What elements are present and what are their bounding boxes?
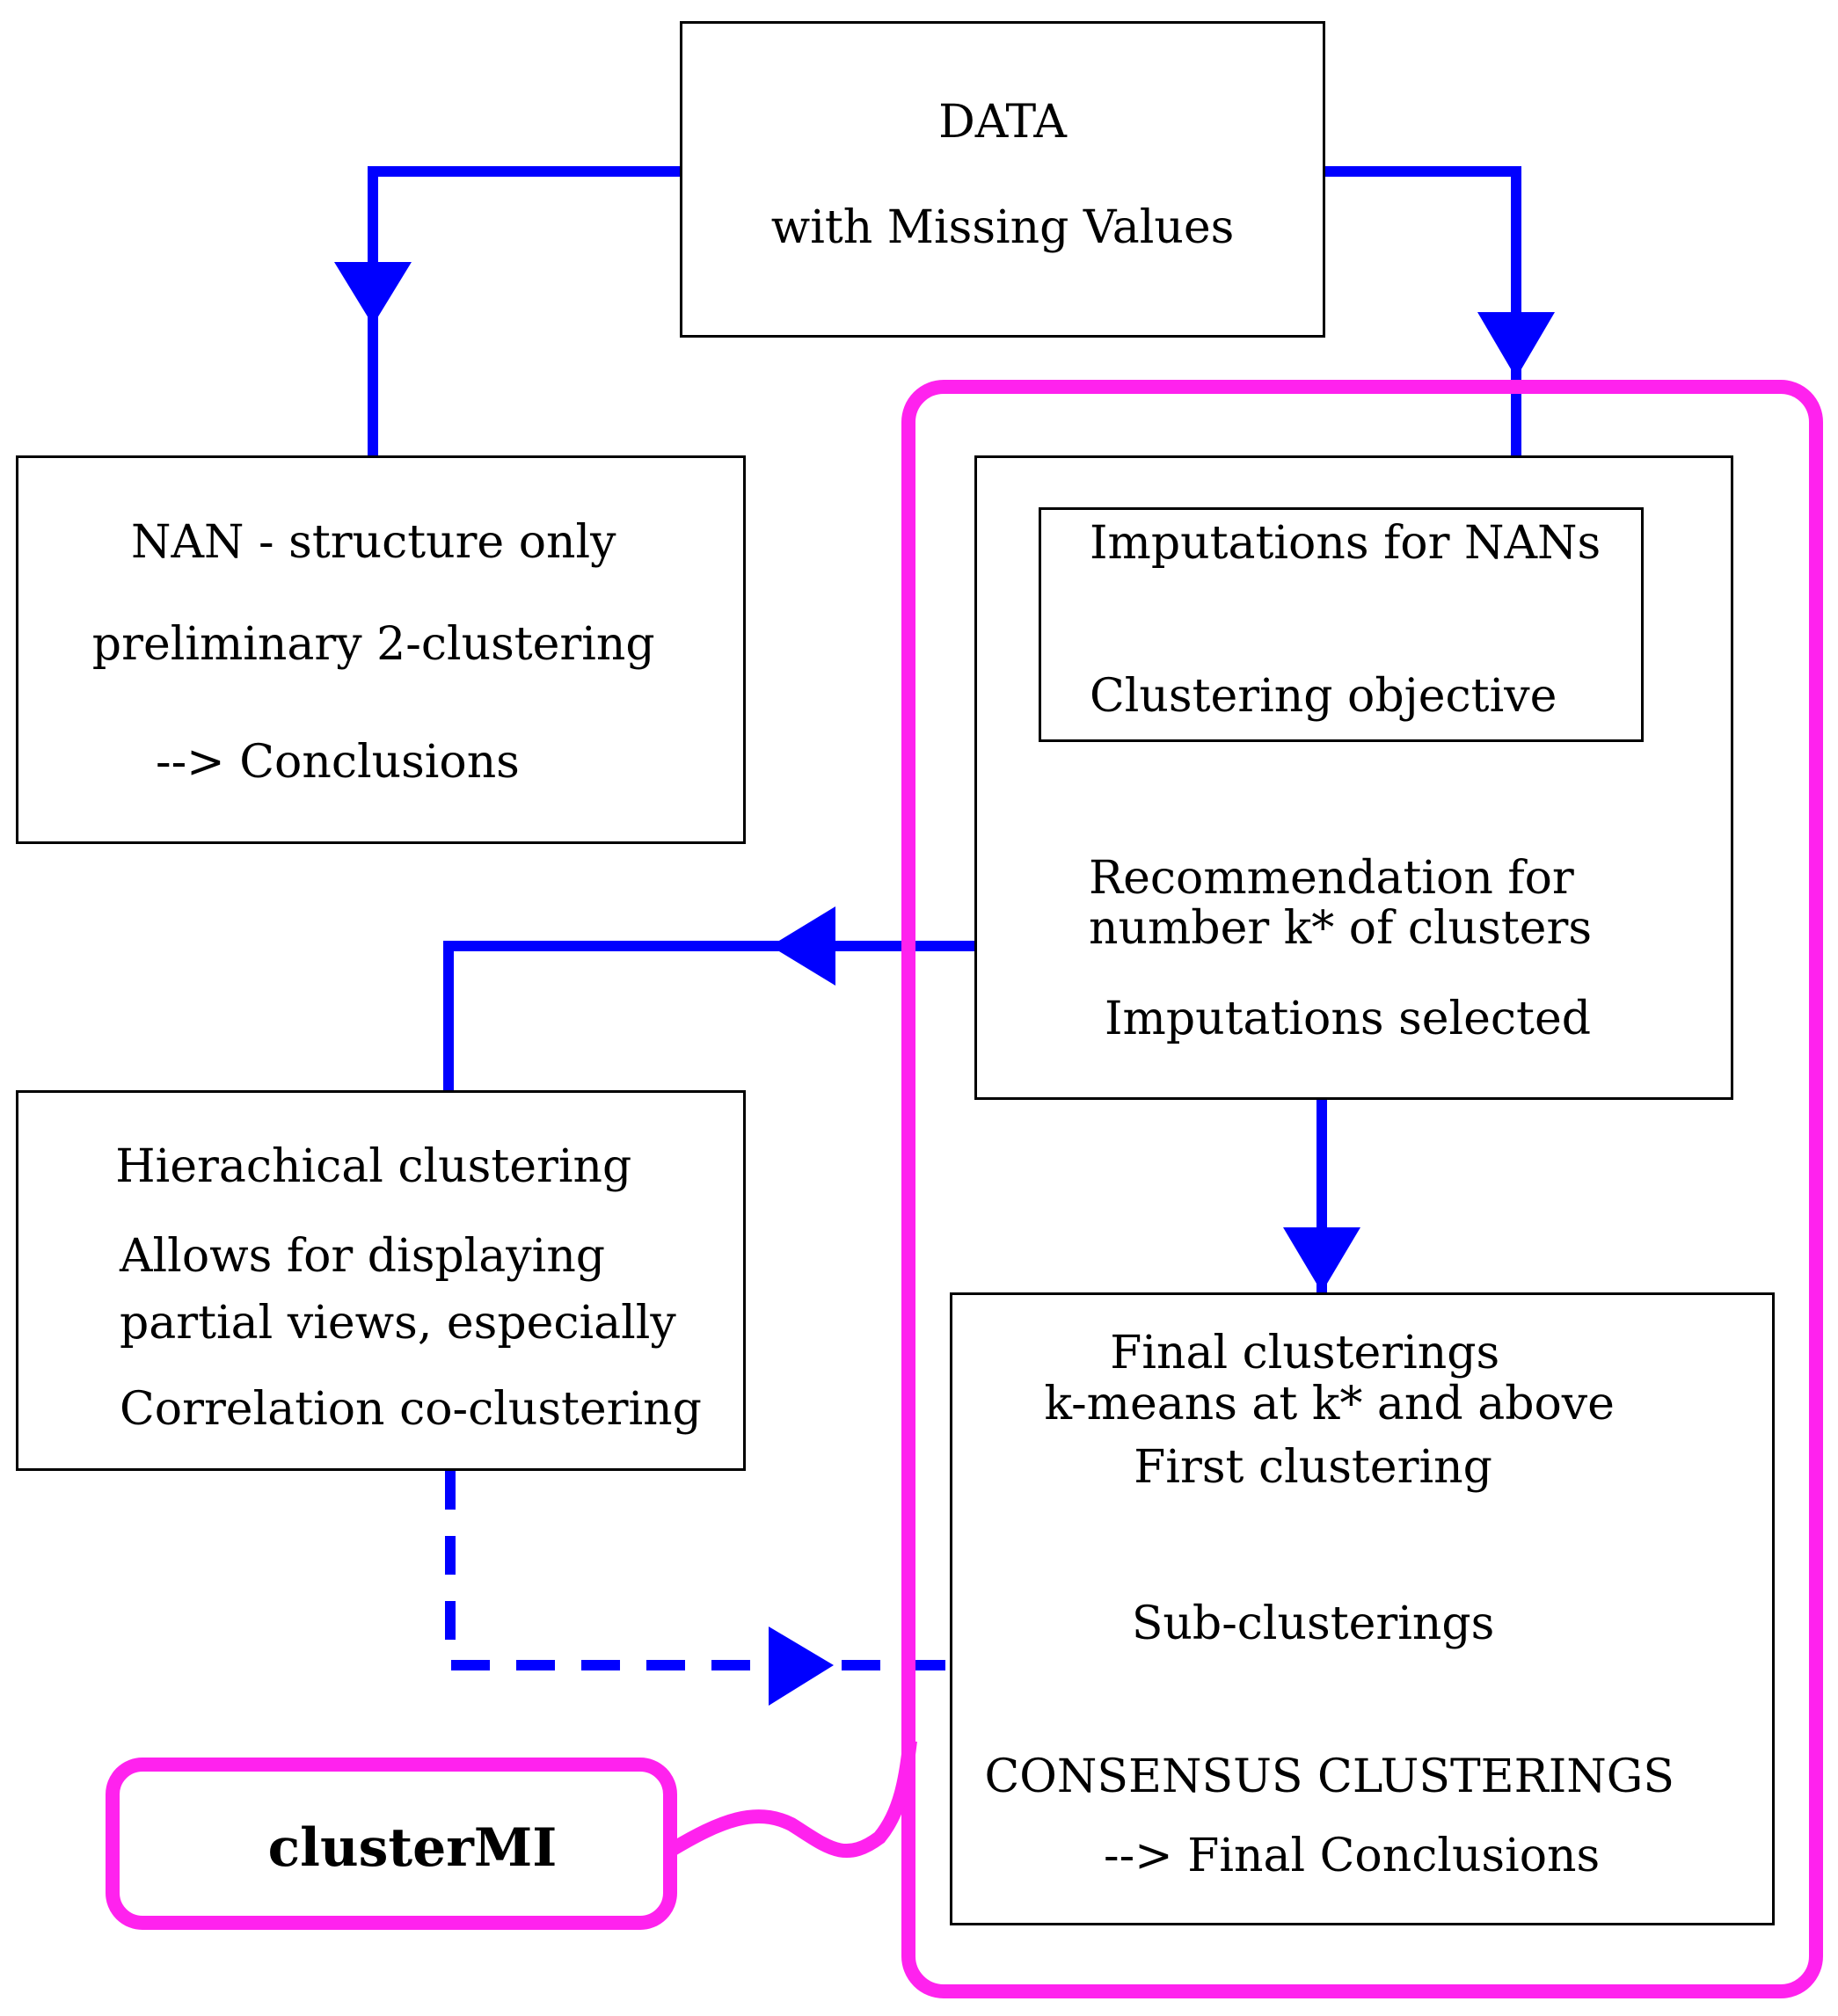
nan-box-line2: preliminary 2-clustering: [91, 618, 655, 671]
final-box-line6: --> Final Conclusions: [1104, 1830, 1601, 1882]
imputation-inner-line2: Clustering objective: [1090, 670, 1557, 723]
connector-imputation-to-hier: [443, 941, 974, 1090]
connector-data-to-nan: [368, 166, 680, 455]
arrowhead-down-nan: [334, 262, 412, 325]
nan-box-line1: NAN - structure only: [130, 516, 616, 569]
hier-box-line3: partial views, especially: [120, 1297, 676, 1350]
final-box-line1: Final clusterings: [1110, 1327, 1500, 1379]
hier-box-line2: Allows for displaying: [120, 1230, 606, 1283]
final-clusterings-box: Final clusterings k-means at k* and abov…: [950, 1292, 1775, 1925]
hier-box-line1: Hierachical clustering: [115, 1140, 632, 1193]
clustermi-connector-curve: [666, 1740, 917, 1858]
arrowhead-down-imputation: [1477, 312, 1555, 378]
imputation-line4: number k* of clusters: [1089, 902, 1592, 955]
imputation-inner-box: Imputations for NANs Clustering objectiv…: [1039, 507, 1644, 742]
hier-box-line4: Correlation co-clustering: [120, 1383, 702, 1436]
final-box-line3: First clustering: [1134, 1441, 1492, 1494]
clustermi-group-outline: [901, 380, 1823, 1998]
imputation-inner-line1: Imputations for NANs: [1090, 517, 1601, 570]
nan-box-line3: --> Conclusions: [156, 736, 520, 789]
data-box-title: DATA: [938, 96, 1067, 149]
arrowhead-down-final: [1283, 1227, 1360, 1292]
nan-structure-box: NAN - structure only preliminary 2-clust…: [16, 455, 746, 844]
data-box: DATA with Missing Values: [680, 21, 1325, 338]
final-box-line2: k-means at k* and above: [1044, 1378, 1615, 1430]
hierarchical-box: Hierachical clustering Allows for displa…: [16, 1090, 746, 1471]
data-box-subtitle: with Missing Values: [770, 201, 1235, 254]
final-box-line4: Sub-clusterings: [1131, 1598, 1495, 1650]
clustermi-label: clusterMI: [267, 1817, 558, 1879]
arrowhead-left-hier-main: [770, 906, 835, 986]
connector-hier-to-final-dashed: [445, 1471, 950, 1670]
imputation-line5: Imputations selected: [1105, 993, 1592, 1045]
arrowhead-right-final: [769, 1627, 834, 1706]
imputation-line3: Recommendation for: [1089, 852, 1574, 905]
final-box-line5: CONSENSUS CLUSTERINGS: [984, 1750, 1674, 1803]
